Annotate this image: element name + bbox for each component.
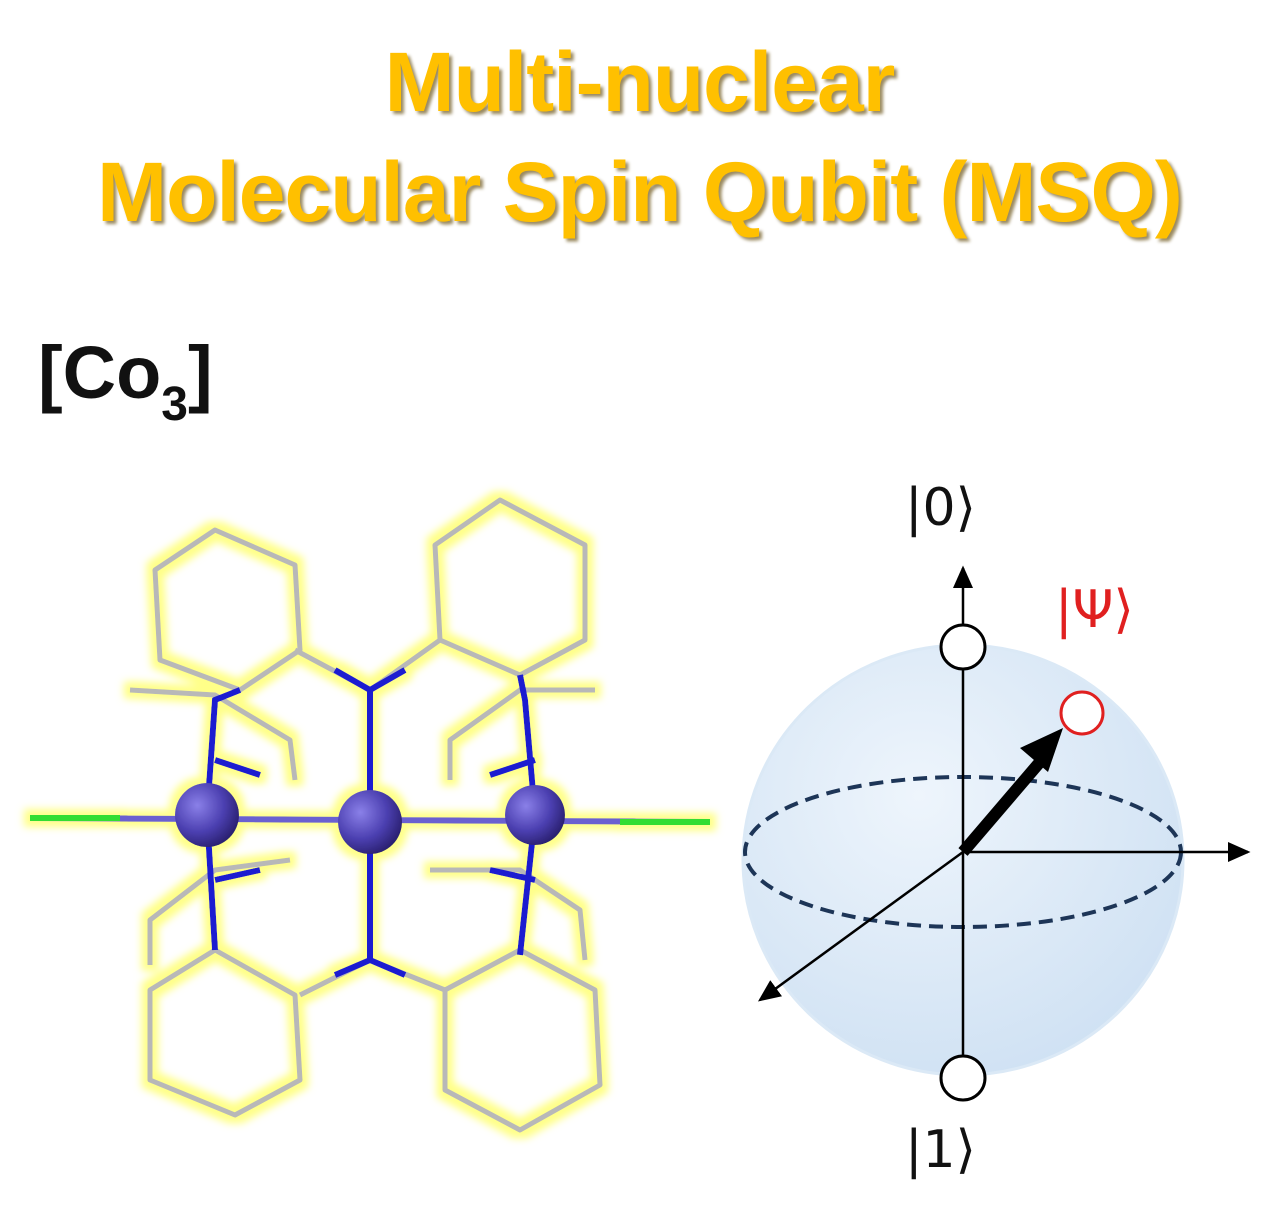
x-axis (757, 850, 964, 1002)
co3-molecule (29, 497, 711, 1133)
formula-subscript: 3 (161, 378, 188, 431)
cobalt-atom-3 (505, 785, 565, 845)
compound-formula: [Co3] (38, 330, 213, 432)
psi-marker (1059, 690, 1105, 736)
ket-psi-label: |Ψ⟩ (1055, 580, 1134, 640)
title-line-1: Multi-nuclear (384, 35, 896, 129)
state-vector (958, 758, 1045, 856)
title-line-2: Molecular Spin Qubit (MSQ) (97, 145, 1183, 239)
ket-one-label: |1⟩ (905, 1120, 976, 1180)
ket-zero-label: |0⟩ (905, 478, 976, 538)
cobalt-atom-1 (175, 783, 239, 847)
south-pole-marker (939, 1054, 987, 1102)
bloch-sphere (741, 565, 1251, 1102)
formula-close: ] (188, 331, 213, 414)
formula-main: [Co (38, 331, 162, 414)
state-vector-head (1020, 728, 1063, 772)
cobalt-atom-2 (338, 790, 402, 854)
north-pole-marker (939, 623, 987, 671)
